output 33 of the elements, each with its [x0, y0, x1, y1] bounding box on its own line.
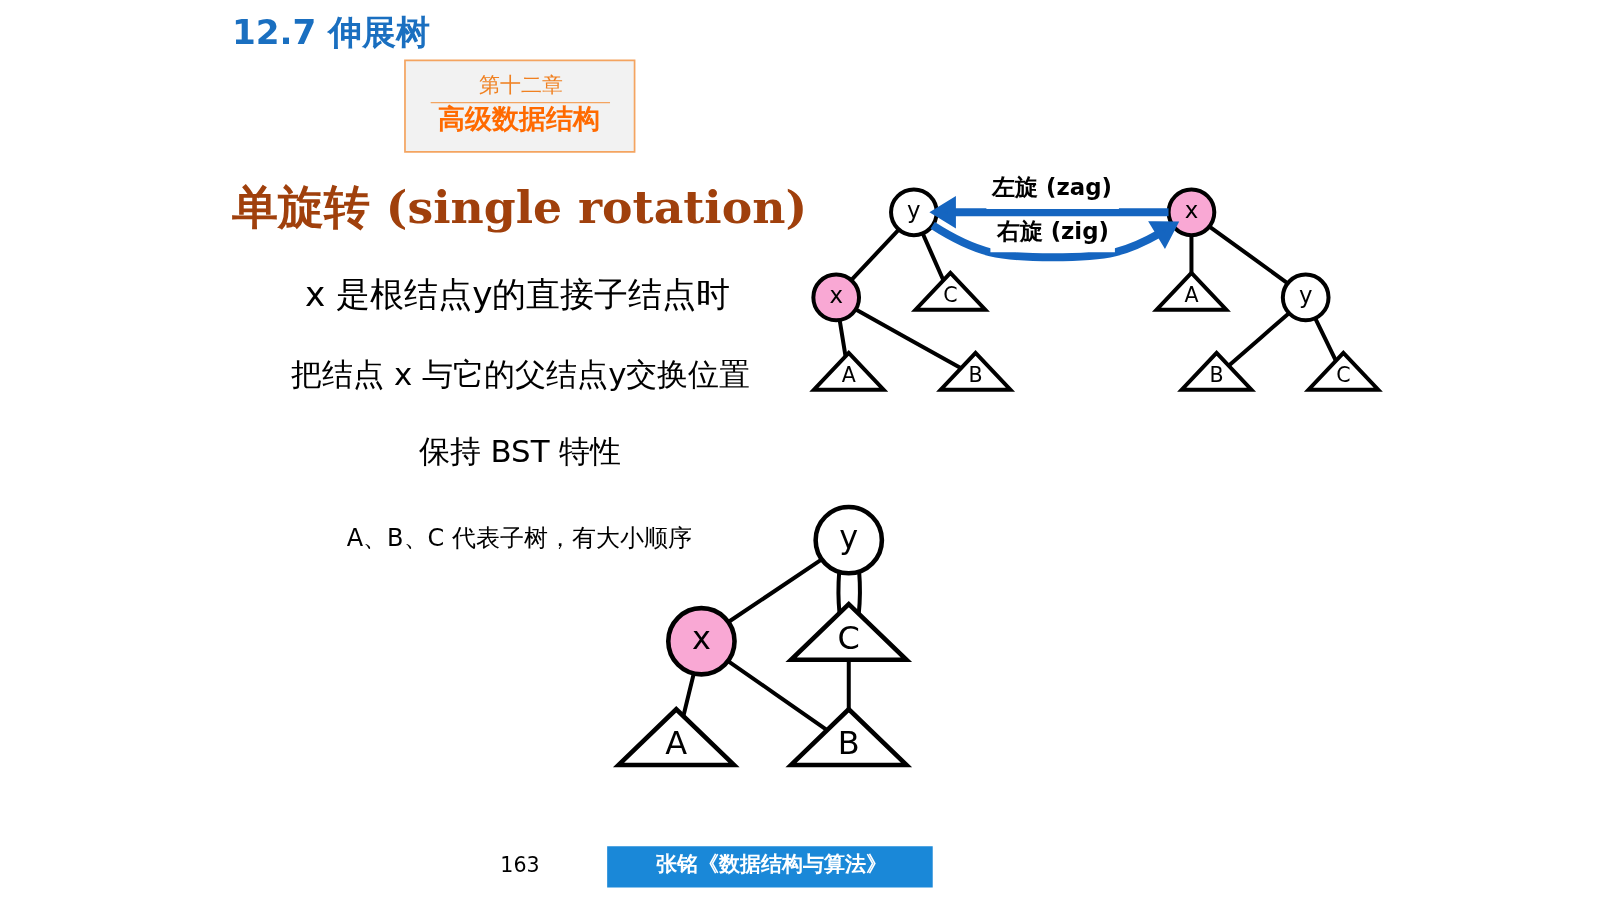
label: x 是根结点y的直接子结点时 [304, 273, 730, 314]
label: 单旋转 (single rotation) [231, 179, 807, 234]
arrow [930, 220, 1179, 261]
connector [1188, 234, 1193, 273]
node-circle: x [810, 272, 861, 322]
connector [846, 659, 851, 709]
label: A、B、C 代表子树，有大小顺序 [346, 523, 692, 552]
connector [1208, 224, 1289, 285]
connector [1227, 311, 1290, 367]
label: 把结点 x 与它的父结点y交换位置 [290, 355, 750, 392]
diagram-title: 12.7 伸展树 [231, 11, 430, 52]
connector [856, 571, 862, 614]
label: 张铭《数据结构与算法》 [655, 851, 887, 876]
arrow [928, 195, 1169, 229]
connector [837, 319, 847, 356]
connector [727, 557, 823, 623]
node-circle: y [888, 187, 939, 237]
edge-label: 右旋 (zig) [996, 217, 1109, 244]
label: 163 [499, 852, 540, 877]
connector [920, 232, 945, 281]
connector [726, 658, 828, 732]
node-circle: y [1280, 272, 1331, 322]
connector [681, 672, 696, 716]
edge-label: 左旋 (zag) [991, 173, 1112, 200]
label: 保持 BST 特性 [418, 432, 621, 469]
node-circle: x [1166, 187, 1216, 237]
node-box: 第十二章 高级数据结构 [403, 59, 635, 153]
node-circle: x [665, 605, 737, 677]
node-circle: y [812, 504, 884, 576]
connector [836, 571, 841, 613]
connector [854, 307, 962, 370]
connector [849, 227, 900, 281]
connector [1313, 317, 1338, 362]
